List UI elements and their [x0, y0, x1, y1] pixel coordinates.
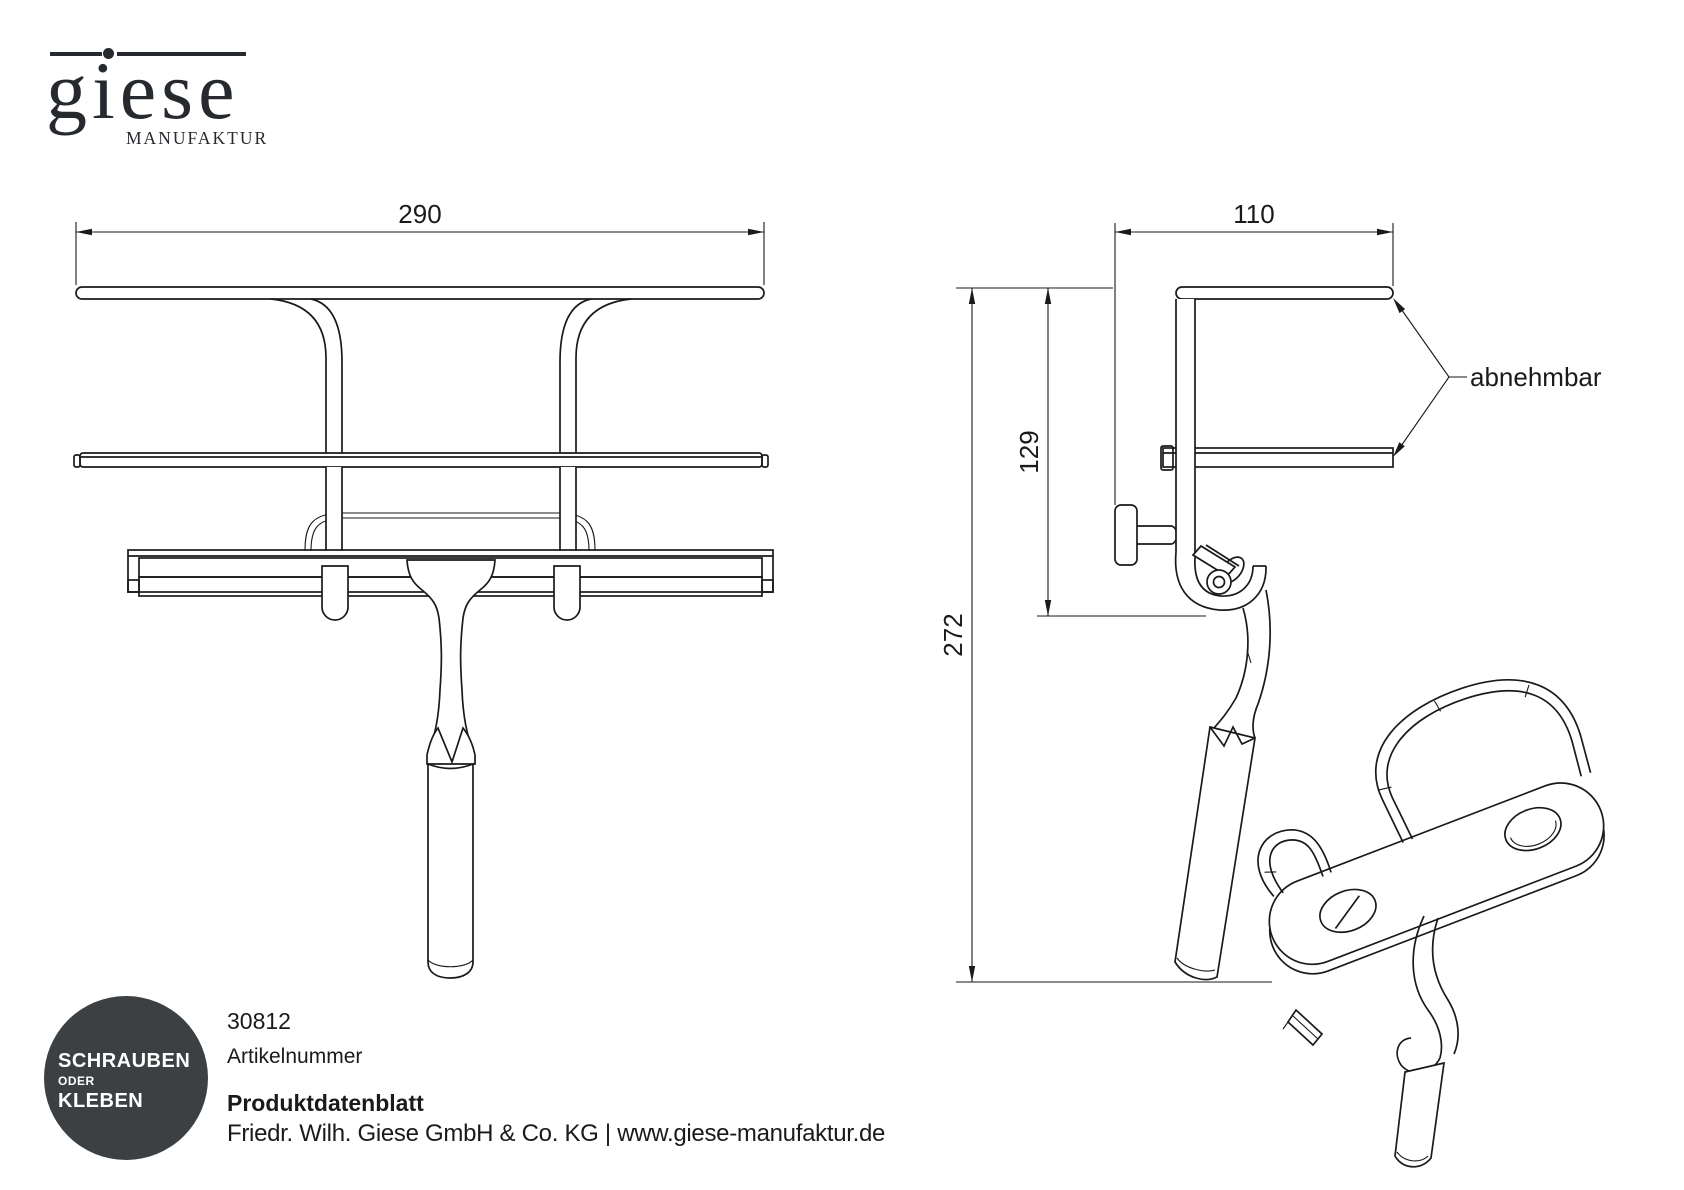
brand-subtitle: MANUFAKTUR	[126, 128, 269, 148]
article-info: 30812 Artikelnummer	[227, 1008, 363, 1068]
squeegee-neck-front	[406, 559, 496, 761]
handle-notch-front	[426, 726, 476, 765]
brand-logo: giese MANUFAKTUR	[46, 36, 306, 156]
article-number-label: Artikelnummer	[227, 1045, 363, 1068]
callout-label: abnehmbar	[1470, 362, 1602, 392]
perspective-view-drawing	[1257, 679, 1605, 1168]
front-top-rail	[75, 286, 765, 300]
side-top-rail	[1175, 286, 1394, 300]
logo-i-dot	[103, 48, 114, 59]
footer: Produktdatenblatt Friedr. Wilh. Giese Gm…	[227, 1092, 885, 1146]
front-middle-rail	[73, 452, 769, 468]
dimension-272: 272	[938, 288, 976, 982]
dimension-129: 129	[1014, 288, 1052, 616]
right-clip	[553, 565, 581, 621]
mounting-badge: SCHRAUBEN ODER KLEBEN	[44, 996, 208, 1160]
side-view-drawing: 110 129 272	[938, 199, 1602, 983]
dimension-label-129: 129	[1014, 430, 1044, 473]
brand-name: giese	[46, 45, 240, 136]
document-title: Produktdatenblatt	[227, 1090, 424, 1116]
dimension-290: 290	[75, 199, 765, 285]
left-clip	[321, 565, 349, 621]
logo-overline-left	[50, 52, 102, 56]
dimension-label-110: 110	[1233, 199, 1274, 229]
front-view-drawing: 290	[73, 199, 774, 979]
hanging-squeegee-side	[1174, 544, 1272, 981]
side-shelf	[1160, 445, 1394, 471]
article-number: 30812	[227, 1008, 291, 1034]
badge-line-1: SCHRAUBEN	[58, 1050, 191, 1072]
badge-line-2: ODER	[58, 1074, 95, 1088]
callout-abnehmbar: abnehmbar	[1393, 298, 1602, 457]
badge-line-3: KLEBEN	[58, 1090, 144, 1112]
logo-overline-right	[117, 52, 246, 56]
hook	[1174, 551, 1267, 611]
dimension-label-290: 290	[398, 199, 441, 229]
company-line: Friedr. Wilh. Giese GmbH & Co. KG | www.…	[227, 1120, 886, 1147]
squeegee-handle-front	[427, 762, 474, 979]
wall-bracket	[1114, 504, 1178, 566]
dimension-label-272: 272	[938, 613, 968, 656]
perspective-hanging-squeegee	[1282, 915, 1459, 1168]
dimension-110: 110	[1114, 199, 1394, 505]
